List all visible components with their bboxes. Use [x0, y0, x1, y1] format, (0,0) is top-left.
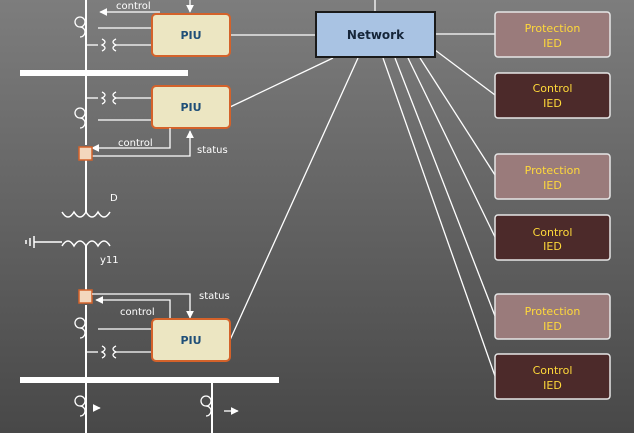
piu-network-links: [229, 0, 376, 341]
ied-line1: Control: [533, 82, 573, 95]
current-transformer-icon: [74, 107, 152, 129]
current-transformer-icon: [74, 16, 86, 38]
control-label-top: control: [116, 1, 151, 12]
ied-control-3[interactable]: Control IED: [494, 353, 611, 400]
ied-line1: Protection: [525, 305, 581, 318]
busbar-top: [20, 70, 188, 76]
ied-line2: IED: [543, 97, 562, 110]
ied-line2: IED: [543, 37, 562, 50]
network-box[interactable]: Network: [315, 11, 436, 58]
piu-box-middle[interactable]: PIU: [151, 85, 231, 129]
current-transformer-icon: [200, 395, 239, 417]
ied-line2: IED: [543, 179, 562, 192]
status-label-bottom: status: [199, 291, 230, 302]
voltage-transformer-icon: [86, 91, 152, 105]
ground-icon: [25, 236, 62, 248]
transformer-y11-label: y11: [100, 255, 119, 266]
ied-line1: Protection: [525, 164, 581, 177]
piu-box-bottom[interactable]: PIU: [151, 318, 231, 362]
ied-line1: Control: [533, 364, 573, 377]
piu-label-bottom: PIU: [180, 334, 201, 347]
busbar-bottom: [20, 377, 279, 383]
voltage-transformer-icon: [86, 345, 152, 359]
ied-protection-2[interactable]: Protection IED: [494, 153, 611, 200]
piu-label-middle: PIU: [180, 101, 201, 114]
ied-protection-3[interactable]: Protection IED: [494, 293, 611, 340]
bottom-control-status-arrows: [92, 293, 194, 320]
transformer-d-label: D: [110, 193, 118, 204]
control-label-middle: control: [118, 138, 153, 149]
voltage-transformer-icon: [86, 38, 152, 52]
control-label-bottom: control: [120, 307, 155, 318]
ied-protection-1[interactable]: Protection IED: [494, 11, 611, 58]
ied-line2: IED: [543, 379, 562, 392]
current-transformer-icon: [74, 317, 152, 339]
circuit-breaker-icon[interactable]: [78, 289, 93, 304]
ied-control-1[interactable]: Control IED: [494, 72, 611, 119]
ied-line2: IED: [543, 240, 562, 253]
ied-line1: Protection: [525, 22, 581, 35]
status-label-middle: status: [197, 145, 228, 156]
ied-control-2[interactable]: Control IED: [494, 214, 611, 261]
network-ied-links: [382, 33, 496, 377]
circuit-breaker-icon[interactable]: [78, 146, 93, 161]
middle-control-status-arrows: [91, 128, 194, 157]
ied-line2: IED: [543, 320, 562, 333]
piu-box-top[interactable]: PIU: [151, 13, 231, 57]
top-control-arrow: [99, 0, 194, 16]
piu-label-top: PIU: [180, 29, 201, 42]
current-transformer-icon: [74, 395, 101, 417]
power-transformer-icon: [61, 210, 111, 248]
ied-line1: Control: [533, 226, 573, 239]
network-label: Network: [347, 28, 405, 42]
